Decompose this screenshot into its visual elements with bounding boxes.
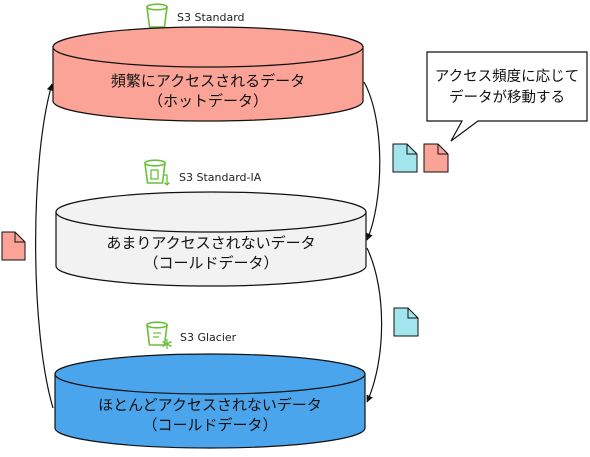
cylinder-top bbox=[54, 353, 366, 395]
tier-standard-ia: S3 Standard-IA あまりアクセスされないデータ （コールドデータ） bbox=[55, 159, 367, 287]
cylinder-body bbox=[52, 46, 364, 122]
cylinder-standard-ia: あまりアクセスされないデータ （コールドデータ） bbox=[55, 191, 367, 287]
cylinder-body bbox=[55, 211, 367, 287]
file-icon bbox=[1, 231, 26, 261]
bucket-icon bbox=[146, 3, 168, 28]
bucket-glacier-icon bbox=[146, 321, 172, 349]
callout-line2: データが移動する bbox=[449, 88, 565, 106]
tier-subdescription: （コールドデータ） bbox=[143, 254, 278, 272]
cylinder-glacier: ほとんどアクセスされないデータ （コールドデータ） bbox=[54, 353, 366, 449]
cylinder-standard: 頻繁にアクセスされるデータ （ホットデータ） bbox=[52, 26, 364, 122]
file-icon bbox=[423, 143, 449, 173]
transition-arrows bbox=[35, 81, 383, 409]
file-icon bbox=[392, 143, 418, 173]
arrow-ia-to-glacier bbox=[366, 247, 383, 403]
tier-label-glacier: S3 Glacier bbox=[180, 331, 237, 344]
file-icon-hot bbox=[1, 231, 26, 261]
callout-bubble: アクセス頻度に応じて データが移動する bbox=[426, 51, 588, 142]
tier-standard: S3 Standard 頻繁にアクセスされるデータ （ホットデータ） bbox=[52, 3, 364, 122]
tier-description: ほとんどアクセスされないデータ bbox=[98, 396, 322, 414]
file-icon-hot bbox=[423, 143, 449, 173]
arrow-glacier-to-standard bbox=[35, 83, 54, 409]
tier-subdescription: （コールドデータ） bbox=[142, 416, 277, 434]
tier-description: 頻繁にアクセスされるデータ bbox=[111, 72, 305, 90]
arrow-standard-to-ia bbox=[363, 81, 381, 241]
tier-label-standard-ia: S3 Standard-IA bbox=[179, 171, 262, 184]
callout-line1: アクセス頻度に応じて bbox=[435, 68, 579, 85]
file-icon-cold bbox=[392, 143, 418, 173]
file-icon-cold bbox=[393, 307, 419, 337]
cylinder-body bbox=[54, 373, 366, 449]
tier-glacier: S3 Glacier ほとんどアクセスされないデータ （コールドデータ） bbox=[54, 321, 366, 449]
bucket-infrequent-access-icon bbox=[144, 159, 170, 186]
tier-label-standard: S3 Standard bbox=[177, 11, 245, 24]
cylinder-top bbox=[55, 191, 367, 233]
file-icon bbox=[393, 307, 419, 337]
tier-description: あまりアクセスされないデータ bbox=[106, 234, 315, 252]
cylinder-top bbox=[52, 26, 364, 68]
tier-subdescription: （ホットデータ） bbox=[148, 92, 268, 110]
